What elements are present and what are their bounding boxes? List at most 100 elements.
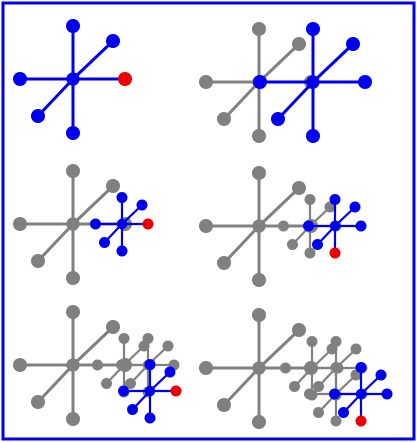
panel-3-active-star-spoke-upper-right-node bbox=[136, 199, 148, 211]
panel-6-active-star-spoke-top-node bbox=[355, 362, 367, 373]
panel-6-active-star-spoke-lower-left-node bbox=[338, 407, 349, 418]
panel-4-history-star-spoke-left-node bbox=[199, 219, 213, 233]
panel-2-active-star-spoke-lower-left-node bbox=[271, 112, 285, 126]
panel-4 bbox=[199, 166, 367, 287]
panel-6-history-small-star-b-spoke-left-node bbox=[304, 362, 315, 374]
panel-5-active-star bbox=[118, 359, 182, 424]
panel-2-active-star-center-node bbox=[306, 75, 320, 89]
panel-4-history-small-star-spoke-left-node bbox=[278, 220, 289, 232]
panel-4-active-star-spoke-top-node bbox=[329, 194, 341, 205]
panel-6-active-star-center-node bbox=[355, 388, 367, 400]
panel-5-history-small-star-a-spoke-lower-left-node bbox=[101, 378, 112, 389]
panel-1-star-center-node bbox=[66, 72, 80, 86]
panel-6-history-small-star-c-spoke-bottom-node bbox=[330, 415, 342, 427]
panel-4-history-star-spoke-top-node bbox=[252, 166, 266, 180]
panel-6-history-star-spoke-left-node bbox=[199, 361, 213, 375]
panel-2-history-star-spoke-upper-right-node bbox=[292, 37, 306, 51]
panel-4-history-star-spoke-upper-right-node bbox=[292, 181, 306, 195]
panel-3-history-star-spoke-bottom-node bbox=[66, 271, 80, 285]
panel-5-history-small-star-b-spoke-top-node bbox=[142, 333, 154, 344]
panel-2-history-star-spoke-upper-right-edge bbox=[257, 42, 301, 84]
panel-3-history-star-spoke-left-node bbox=[13, 217, 27, 231]
panel-5-history-star-center-node bbox=[66, 358, 80, 372]
panel-5-active-star-spoke-lower-left-node bbox=[127, 404, 138, 415]
panel-1-star-spoke-top-node bbox=[66, 19, 80, 33]
panel-4-active-star-spoke-lower-left-node bbox=[312, 239, 323, 250]
panel-1-star-spoke-lower-left-node bbox=[31, 109, 45, 123]
panel-6-history-small-star-a-spoke-left-node bbox=[280, 362, 291, 374]
panel-6-history-small-star-b-spoke-lower-left-node bbox=[313, 381, 324, 392]
panel-6-history-small-star-b-spoke-top-node bbox=[330, 336, 342, 347]
panel-5-active-star-spoke-upper-right-node bbox=[164, 366, 176, 378]
panel-3 bbox=[13, 164, 154, 285]
panel-5 bbox=[13, 305, 182, 426]
panel-5-history-small-star-b-spoke-left-node bbox=[116, 359, 127, 371]
panel-6-history-star-spoke-upper-right-node bbox=[292, 323, 306, 337]
panel-5-history-star-spoke-left-node bbox=[13, 358, 27, 372]
panel-6-history-small-star-c-spoke-left-node bbox=[304, 388, 315, 400]
panel-6-history-star-spoke-lower-left-edge bbox=[222, 366, 261, 407]
panel-5-history-small-star-b-spoke-lower-left-node bbox=[125, 378, 136, 389]
panel-5-active-star-center-node bbox=[144, 385, 156, 397]
panel-6-history-small-star-a-spoke-top-node bbox=[306, 336, 318, 347]
panel-4-history-small-star-spoke-lower-left-node bbox=[287, 239, 298, 250]
panel-5-active-star-spoke-left-node bbox=[118, 385, 129, 397]
panel-6-active-star-spoke-upper-right-node bbox=[375, 369, 387, 381]
panel-2-active-star-spoke-upper-right-node bbox=[346, 37, 360, 51]
panel-5-history-star-spoke-bottom-node bbox=[66, 412, 80, 426]
panel-4-history-star bbox=[199, 166, 318, 287]
panel-4-history-small-star-spoke-top-node bbox=[304, 194, 316, 205]
panel-3-active-star-spoke-left-node bbox=[90, 218, 101, 230]
panel-1-star-spoke-upper-right-edge bbox=[71, 39, 115, 81]
panel-1-star bbox=[13, 19, 132, 140]
panel-4-active-star-spoke-bottom-highlight-node bbox=[329, 247, 341, 259]
panel-1-star-spoke-upper-right-node bbox=[106, 34, 120, 48]
panel-4-history-star-spoke-lower-left-node bbox=[217, 256, 231, 270]
panel-1 bbox=[13, 19, 132, 140]
panel-3-active-star-spoke-lower-left-node bbox=[99, 237, 110, 248]
panel-6-active-star-spoke-bottom-highlight-node bbox=[355, 415, 367, 427]
panel-3-active-star-spoke-top-node bbox=[116, 192, 128, 203]
panel-2-active-star-spoke-upper-right-edge bbox=[311, 42, 355, 84]
panel-3-active-star-spoke-bottom-node bbox=[116, 245, 128, 257]
panel-4-active-star-spoke-left-node bbox=[303, 220, 314, 232]
panel-6-history-star-spoke-top-node bbox=[252, 308, 266, 322]
panel-6-active-star bbox=[329, 362, 393, 427]
panel-6-history-small-star-b-spoke-upper-right-node bbox=[350, 343, 362, 355]
panel-5-history-star-spoke-lower-left-node bbox=[31, 395, 45, 409]
panel-5-history-star-spoke-top-node bbox=[66, 305, 80, 319]
panel-3-history-star-spoke-top-node bbox=[66, 164, 80, 178]
panel-2-history-star-spoke-lower-left-edge bbox=[222, 80, 261, 121]
panel-4-history-star-center-node bbox=[252, 219, 266, 233]
panel-4-history-star-spoke-bottom-node bbox=[252, 273, 266, 287]
panel-2-active-star-spoke-left-node bbox=[253, 75, 267, 89]
panel-1-star-spoke-bottom-node bbox=[66, 126, 80, 140]
panel-1-star-spoke-right-highlight-node bbox=[118, 72, 132, 86]
panel-2 bbox=[199, 22, 372, 143]
panel-4-history-small-star bbox=[278, 194, 342, 259]
panel-3-history-star-spoke-upper-right-node bbox=[106, 179, 120, 193]
panel-5-history-star bbox=[13, 305, 132, 426]
panel-5-history-star-spoke-upper-right-node bbox=[106, 320, 120, 334]
panel-3-active-star-spoke-right-highlight-node bbox=[142, 218, 154, 230]
panel-2-active-star bbox=[253, 22, 372, 143]
panel-1-star-spoke-lower-left-edge bbox=[36, 77, 75, 118]
panel-4-history-small-star-spoke-bottom-node bbox=[304, 247, 316, 259]
panel-2-active-star-spoke-bottom-node bbox=[306, 129, 320, 143]
panel-6-active-star-spoke-right-node bbox=[381, 388, 393, 400]
panel-6 bbox=[199, 308, 393, 429]
panel-5-active-star-spoke-right-highlight-node bbox=[170, 385, 182, 397]
panel-2-active-star-spoke-top-node bbox=[306, 22, 320, 36]
panel-5-history-small-star-a-spoke-left-node bbox=[92, 359, 103, 371]
panel-2-history-star-spoke-bottom-node bbox=[252, 129, 266, 143]
panel-4-active-star-spoke-right-node bbox=[355, 220, 367, 232]
panel-6-history-small-star-a-spoke-lower-left-node bbox=[289, 381, 300, 392]
panel-5-active-star-spoke-bottom-node bbox=[144, 412, 156, 424]
panel-6-history-small-star-c-spoke-top-node bbox=[330, 362, 342, 373]
panel-3-history-star-spoke-lower-left-node bbox=[31, 254, 45, 268]
panel-3-history-star-spoke-lower-left-edge bbox=[36, 222, 75, 263]
panel-6-history-small-star-c-spoke-lower-left-node bbox=[313, 407, 324, 418]
panel-4-active-star-spoke-upper-right-node bbox=[349, 201, 361, 213]
panel-2-active-star-spoke-right-node bbox=[358, 75, 372, 89]
